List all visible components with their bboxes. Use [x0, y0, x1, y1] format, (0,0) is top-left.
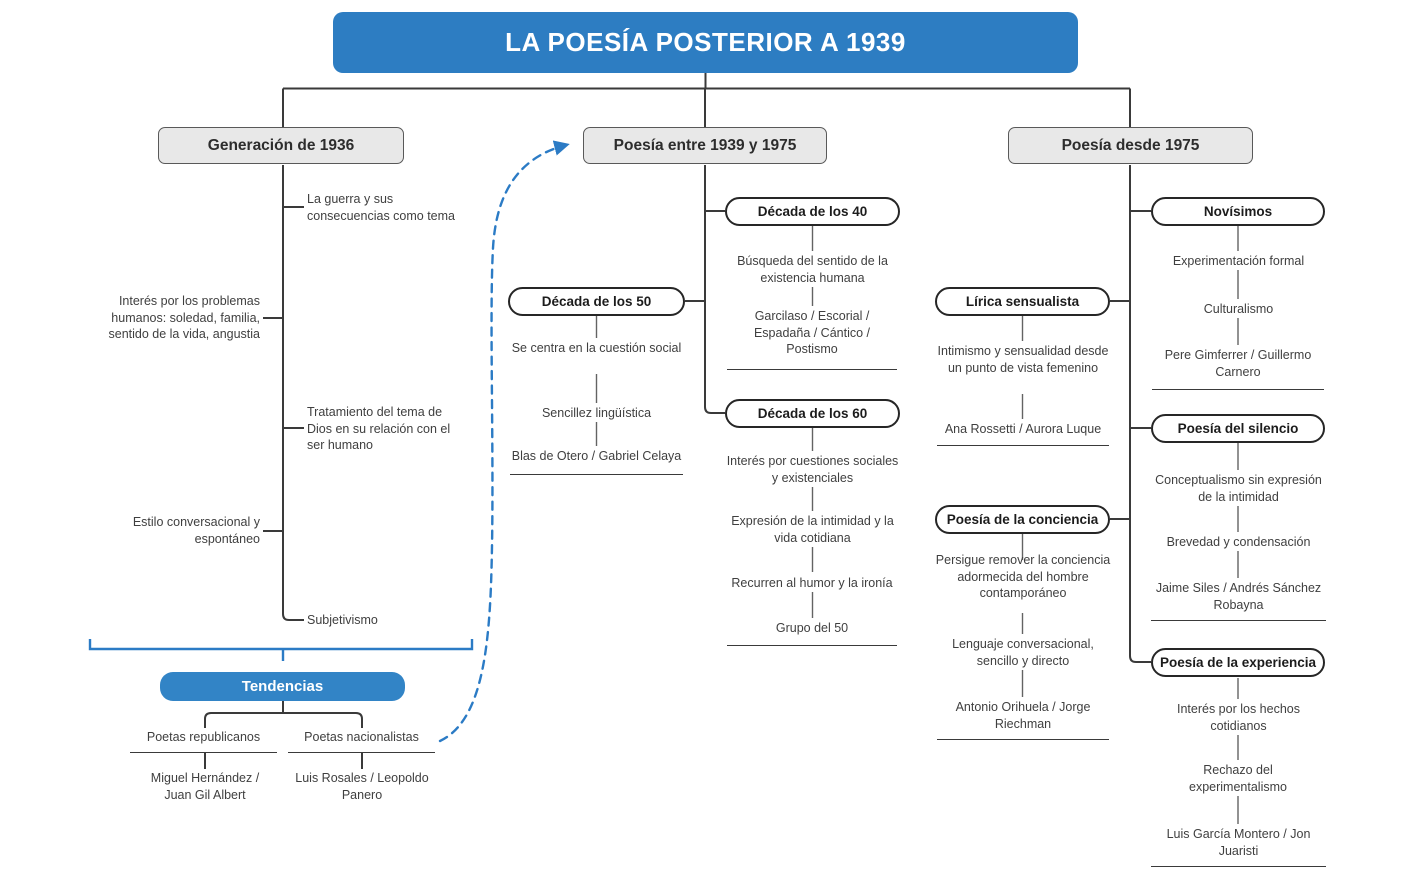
item-orihuela-riechman: Antonio Orihuela / Jorge Riechman — [937, 699, 1109, 740]
item-sencillez-linguistica: Sencillez lingüística — [541, 406, 652, 420]
node-poesia-de-la-experiencia[interactable]: Poesía de la experiencia — [1151, 648, 1325, 677]
item-garcia-montero-juaristi: Luis García Montero / Jon Juaristi — [1151, 826, 1326, 867]
feature-guerra-consecuencias: La guerra y sus consecuencias como tema — [307, 192, 455, 223]
authors-republicanos: Miguel Hernández / Juan Gil Albert — [150, 771, 260, 802]
item-gimferrer-carnero: Pere Gimferrer / Guillermo Carnero — [1152, 347, 1324, 390]
feature-tema-de-dios: Tratamiento del tema de Dios en su relac… — [307, 405, 451, 452]
node-poesia-de-la-conciencia[interactable]: Poesía de la conciencia — [935, 505, 1110, 534]
item-brevedad-condensacion: Brevedad y condensación — [1166, 535, 1311, 549]
tree-trunk-lines — [204, 73, 1151, 769]
node-lirica-sensualista[interactable]: Lírica sensualista — [935, 287, 1110, 316]
group-poetas-republicanos: Poetas republicanos — [130, 729, 277, 753]
node-decada-40[interactable]: Década de los 40 — [725, 197, 900, 226]
node-decada-50[interactable]: Década de los 50 — [508, 287, 685, 316]
branch-poesia-desde-1975[interactable]: Poesía desde 1975 — [1008, 127, 1253, 164]
branch-poesia-1939-1975[interactable]: Poesía entre 1939 y 1975 — [583, 127, 827, 164]
item-cuestion-social: Se centra en la cuestión social — [511, 341, 682, 355]
item-garcilaso-revistas: Garcilaso / Escorial / Espadaña / Cántic… — [727, 308, 897, 370]
dashed-arrow — [438, 140, 570, 743]
item-hechos-cotidianos: Interés por los hechos cotidianos — [1177, 702, 1300, 733]
node-poesia-del-silencio[interactable]: Poesía del silencio — [1151, 414, 1325, 443]
item-expresion-intimidad: Expresión de la intimidad y la vida coti… — [731, 514, 894, 545]
item-otero-celaya: Blas de Otero / Gabriel Celaya — [510, 448, 683, 475]
node-decada-60[interactable]: Década de los 60 — [725, 399, 900, 428]
item-culturalismo: Culturalismo — [1203, 302, 1274, 316]
item-busqueda-sentido: Búsqueda del sentido de la existencia hu… — [737, 254, 888, 285]
authors-nacionalistas: Luis Rosales / Leopoldo Panero — [295, 771, 429, 802]
item-intimismo-sensualidad: Intimismo y sensualidad desde un punto d… — [937, 344, 1109, 375]
item-rechazo-experimentalismo: Rechazo del experimentalismo — [1189, 763, 1287, 794]
item-remover-conciencia: Persigue remover la conciencia adormecid… — [935, 553, 1111, 600]
item-cuestiones-sociales: Interés por cuestiones sociales y existe… — [726, 454, 899, 485]
item-humor-ironia: Recurren al humor y la ironía — [731, 576, 893, 590]
item-lenguaje-conversacional: Lenguaje conversacional, sencillo y dire… — [952, 637, 1094, 668]
feature-estilo-conversacional: Estilo conversacional y espontáneo — [132, 515, 260, 546]
group-poetas-nacionalistas: Poetas nacionalistas — [288, 729, 435, 753]
node-tendencias[interactable]: Tendencias — [160, 672, 405, 701]
feature-problemas-humanos: Interés por los problemas humanos: soled… — [108, 294, 261, 341]
item-siles-robayna: Jaime Siles / Andrés Sánchez Robayna — [1151, 580, 1326, 621]
item-connector-lines — [595, 226, 1239, 824]
item-experimentacion-formal: Experimentación formal — [1172, 254, 1305, 268]
item-grupo-del-50: Grupo del 50 — [727, 620, 897, 646]
node-novisimos[interactable]: Novísimos — [1151, 197, 1325, 226]
feature-subjetivismo: Subjetivismo — [307, 613, 378, 627]
item-conceptualismo: Conceptualismo sin expresión de la intim… — [1155, 473, 1322, 504]
brace-connector — [88, 639, 474, 661]
item-rossetti-luque: Ana Rossetti / Aurora Luque — [937, 421, 1109, 446]
title-node[interactable]: LA POESÍA POSTERIOR A 1939 — [333, 12, 1078, 73]
branch-generacion-1936[interactable]: Generación de 1936 — [158, 127, 404, 164]
